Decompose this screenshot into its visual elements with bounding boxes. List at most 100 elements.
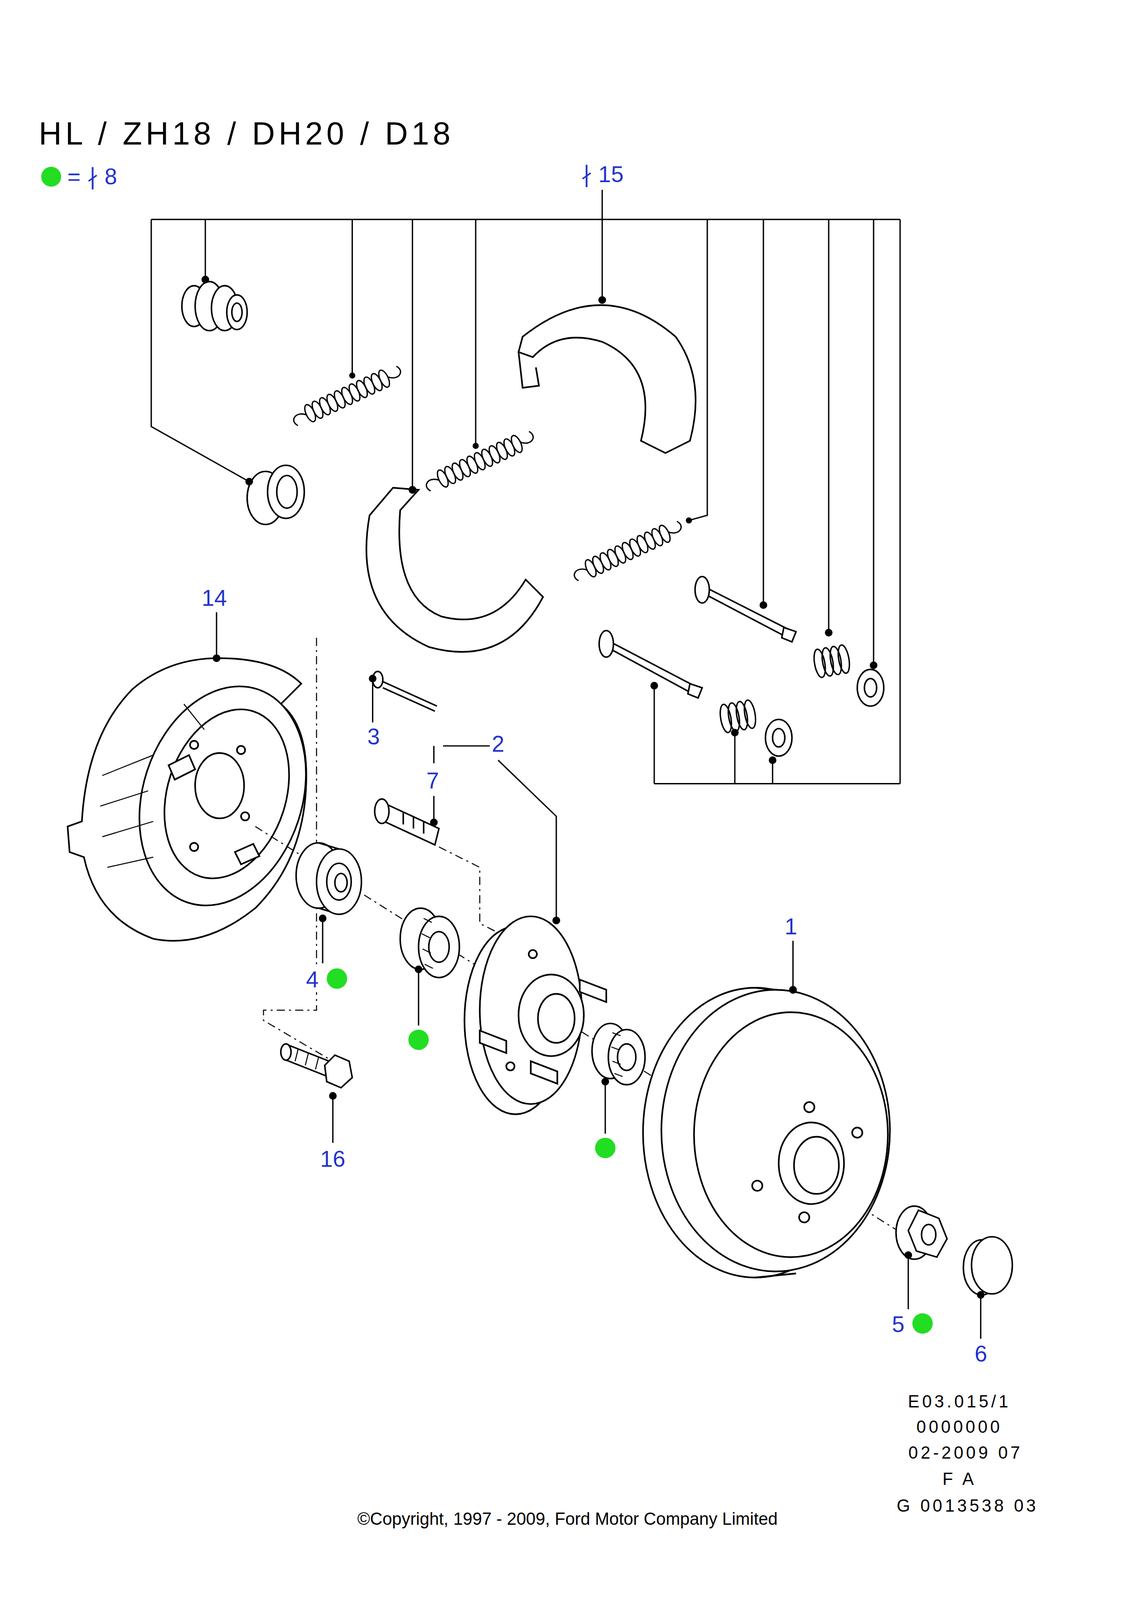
hold-down-hardware-part: [772, 728, 785, 748]
hold-down-hardware-part: [694, 576, 710, 604]
wheel-hub-part: [518, 974, 584, 1057]
hold-down-hardware-part: [825, 629, 832, 636]
wheel-hub-part: [579, 979, 607, 1003]
hub-nut-part: [921, 1224, 937, 1245]
brake-drum-part: [804, 1101, 815, 1113]
wheel-hub: [464, 916, 607, 1115]
outer-bearing-part: [608, 1029, 646, 1085]
return-springs-part: [685, 517, 693, 524]
hold-down-hardware-part: [781, 627, 797, 642]
hold-down-hardware-part: [765, 719, 792, 757]
bracket-lines-part: [601, 219, 604, 300]
hold-down-hardware-part: [812, 644, 852, 679]
brake-shoes-part: [409, 486, 416, 493]
brake-shoes-part: [399, 510, 526, 620]
callout-number: 1: [782, 913, 800, 939]
dust-cap: [963, 1236, 1013, 1298]
backplate-bolt: [280, 1043, 353, 1100]
hold-down-hardware: [598, 576, 884, 763]
hub-nut-part: [908, 1210, 948, 1258]
brake-shoes: [366, 296, 696, 652]
bracket-lines-part: [762, 219, 765, 604]
leader-lines-part: [433, 745, 435, 763]
reference-code: E03.015/1: [907, 1392, 1011, 1412]
backplate-part: [168, 754, 260, 864]
hold-down-hardware-part: [706, 594, 788, 638]
bracket-lines-part: [204, 219, 207, 278]
hold-down-hardware-part: [651, 682, 658, 690]
hold-down-hardware-part: [598, 630, 614, 658]
leader-lines-part: [979, 1294, 982, 1339]
reference-code: G 0013538 03: [896, 1496, 1039, 1516]
green-marker-dots: [326, 968, 933, 1334]
brake-drum-part: [778, 1122, 845, 1204]
brake-shoes-part: [598, 296, 606, 304]
hold-down-hardware-part: [857, 669, 884, 706]
bracket-lines-part: [899, 219, 901, 784]
seal-cup: [246, 465, 305, 525]
leader-lines-part: [322, 918, 324, 964]
wheel-cylinder-boot-part: [202, 276, 209, 283]
inner-bearing-part: [428, 931, 449, 963]
wheel-hub-part: [530, 1061, 558, 1084]
return-springs-part: [289, 362, 405, 430]
green-marker-dots-part: [912, 1312, 933, 1334]
rivet-part: [382, 687, 435, 712]
backplate: [67, 655, 333, 941]
hold-down-hardware-part: [608, 640, 697, 687]
brake-drum-part: [694, 1012, 888, 1257]
rivet: [369, 671, 438, 712]
callout-number: 4: [304, 966, 321, 992]
reference-code: 02-2009 07: [908, 1443, 1023, 1463]
green-marker-dots-part: [326, 968, 348, 989]
leader-lines-part: [332, 1095, 334, 1144]
hold-down-hardware-part: [610, 648, 693, 694]
hold-down-hardware-part: [731, 729, 739, 736]
brake-shoes-part: [366, 487, 544, 652]
reference-code: 0000000: [916, 1418, 1003, 1438]
bracket-lines-part: [151, 219, 250, 482]
reference-code: F A: [942, 1469, 977, 1489]
return-springs: [289, 362, 693, 584]
backplate-part: [100, 704, 205, 868]
wheel-stud: [374, 798, 440, 845]
bracket-lines-part: [411, 219, 414, 490]
bracket-lines-part: [733, 732, 736, 784]
brake-drum-part: [852, 1127, 863, 1138]
brake-drum-part: [752, 1180, 763, 1191]
inner-bearing-part: [418, 916, 460, 978]
return-springs-part: [472, 442, 479, 449]
wheel-stud-part: [374, 798, 390, 824]
backplate-bolt-part: [324, 1054, 353, 1088]
hub-nut: [896, 1206, 948, 1260]
hold-down-hardware-part: [718, 699, 758, 734]
backplate-part: [241, 812, 250, 821]
callout-number: 6: [972, 1341, 990, 1367]
green-marker-dots-part: [594, 1137, 616, 1159]
seal-cup-part: [246, 478, 253, 485]
brake-shoes-part: [518, 352, 540, 388]
green-marker-dots-part: [408, 1029, 429, 1050]
seal-cup-part: [276, 475, 298, 508]
grease-seal-part: [334, 873, 348, 893]
grease-seal-part: [316, 849, 362, 915]
hold-down-hardware-part: [760, 602, 767, 609]
bracket-lines-part: [151, 218, 901, 221]
brake-drum: [642, 986, 890, 1278]
callout-number: ∤ 15: [579, 162, 626, 188]
callout-number: 2: [490, 731, 507, 757]
hold-down-hardware-part: [704, 586, 791, 631]
leader-lines-part: [417, 969, 420, 1026]
outer-bearing-part: [611, 1032, 623, 1077]
callout-number: 7: [424, 767, 441, 793]
wheel-hub-part: [479, 1030, 507, 1053]
leader-lines-part: [792, 940, 794, 990]
legend-swatch: [41, 166, 62, 187]
leader-lines: [216, 612, 981, 1339]
leader-lines-part: [371, 679, 374, 723]
bracket-lines-part: [351, 219, 353, 376]
return-springs-part: [422, 427, 537, 495]
wheel-cylinder-boot: [181, 276, 247, 331]
bracket-lines-part: [828, 219, 830, 633]
return-springs-part: [349, 372, 356, 379]
